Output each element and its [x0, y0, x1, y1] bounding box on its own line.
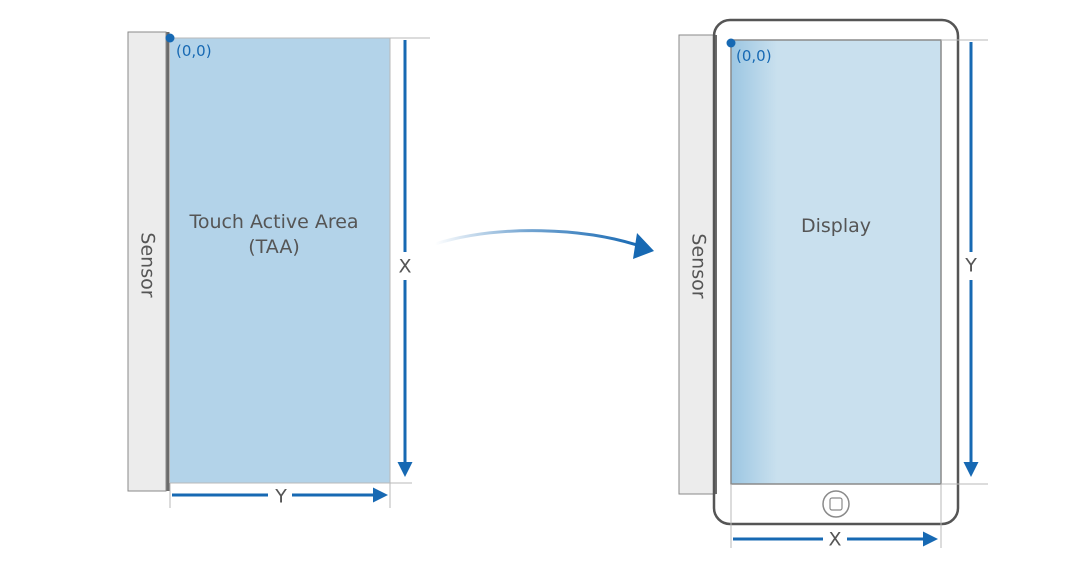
- left-origin-label: (0,0): [176, 42, 212, 60]
- display-label: Display: [801, 215, 871, 237]
- left-sensor-label: Sensor: [137, 232, 159, 297]
- curved-arrow-icon: [434, 229, 654, 259]
- left-vertical-axis-label: X: [398, 256, 411, 278]
- left-panel: Sensor (0,0) Touch Active Area (TAA) X Y: [127, 31, 430, 508]
- touch-active-area: [170, 38, 390, 483]
- right-origin-label: (0,0): [736, 47, 772, 65]
- right-sensor-strip: [678, 34, 716, 495]
- right-panel: Sensor (0,0) Display Y X: [678, 18, 988, 551]
- right-sensor-label: Sensor: [688, 233, 710, 298]
- right-vertical-axis-label: Y: [964, 255, 977, 277]
- tablet-frame: [712, 18, 960, 526]
- left-origin-dot: [165, 33, 175, 43]
- display-area: [730, 39, 942, 485]
- right-horizontal-axis-label: X: [828, 529, 841, 551]
- right-origin-dot: [726, 38, 736, 48]
- left-horizontal-axis-label: Y: [274, 486, 287, 508]
- taa-label-line2: (TAA): [248, 236, 299, 258]
- taa-label-line1: Touch Active Area: [188, 211, 358, 233]
- home-button-icon: [822, 490, 850, 518]
- left-sensor-strip: [127, 31, 167, 492]
